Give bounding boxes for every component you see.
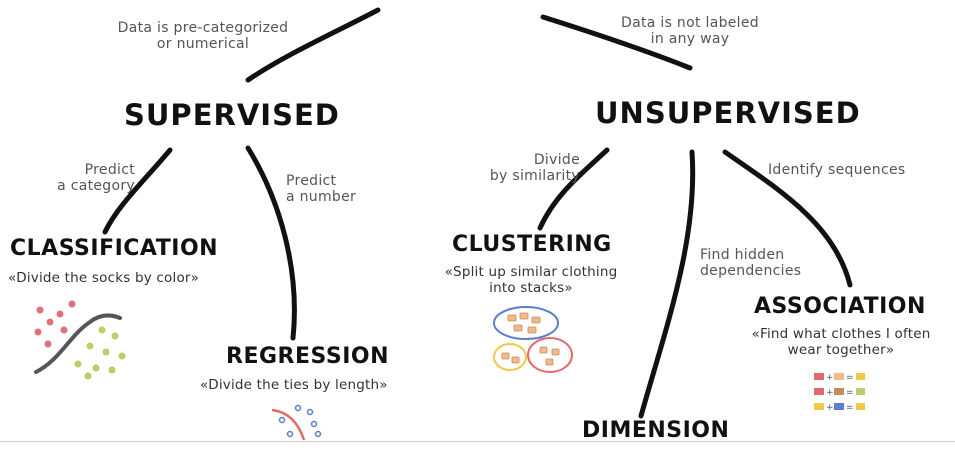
quote-line: «Split up similar clothing <box>444 264 618 280</box>
hidden-dependencies-note: Find hidden dependencies <box>700 247 810 279</box>
association-quote: «Find what clothes I often wear together… <box>730 326 952 358</box>
note-line: Predict <box>84 162 135 178</box>
supervised-to-classification <box>102 147 173 235</box>
cluster-items <box>501 312 560 366</box>
red-dots <box>34 300 76 348</box>
note-line: in any way <box>650 31 730 47</box>
cluster-yellow <box>493 343 527 371</box>
note-line: or numerical <box>156 36 250 52</box>
quote-line: «Find what clothes I often <box>751 326 931 342</box>
note-line: Data is not labeled <box>621 15 759 31</box>
association-row: + = <box>814 388 865 398</box>
regression-title: REGRESSION <box>226 344 389 369</box>
note-line: by similarity <box>489 168 580 184</box>
note-line: a category <box>57 178 135 194</box>
bottom-divider <box>0 441 955 442</box>
note-line: Data is pre-categorized <box>117 20 289 36</box>
svg-text:+: + <box>826 388 834 398</box>
svg-text:=: = <box>846 403 854 413</box>
regression-points <box>278 404 322 438</box>
regression-line <box>271 408 306 441</box>
unsupervised-title: UNSUPERVISED <box>595 96 861 130</box>
regression-illustration <box>271 404 322 441</box>
divide-by-similarity-note: Divide by similarity <box>465 152 580 184</box>
top-left-stroke <box>245 7 381 83</box>
regression-quote: «Divide the ties by length» <box>200 377 388 393</box>
cluster-blue <box>493 306 559 340</box>
predict-category-note: Predict a category <box>30 162 135 194</box>
association-illustration: + = + = + = <box>814 373 865 413</box>
supervised-to-regression <box>245 145 297 341</box>
supervised-title: SUPERVISED <box>124 98 340 132</box>
unsupervised-top-note: Data is not labeled in any way <box>600 15 780 47</box>
svg-text:+: + <box>826 403 834 413</box>
identify-sequences-note: Identify sequences <box>768 162 906 178</box>
svg-text:+: + <box>826 373 834 383</box>
unsupervised-to-association <box>722 149 853 288</box>
decision-boundary <box>34 313 122 374</box>
classification-illustration <box>34 300 126 380</box>
supervised-top-note: Data is pre-categorized or numerical <box>88 20 318 52</box>
quote-line: wear together» <box>787 342 895 358</box>
clustering-title: CLUSTERING <box>452 232 612 257</box>
classification-title: CLASSIFICATION <box>10 236 219 261</box>
dimension-title: DIMENSION <box>582 418 730 443</box>
association-title: ASSOCIATION <box>754 294 926 319</box>
unsupervised-to-clustering <box>537 147 610 231</box>
note-line: Predict <box>286 173 337 189</box>
association-row: + = <box>814 373 865 383</box>
note-line: Divide <box>533 152 580 168</box>
top-right-stroke <box>540 14 693 71</box>
clustering-quote: «Split up similar clothing into stacks» <box>422 264 640 296</box>
svg-text:=: = <box>846 373 854 383</box>
note-line: Find hidden <box>700 247 785 263</box>
quote-line: into stacks» <box>489 280 573 296</box>
association-row: + = <box>814 403 865 413</box>
note-line: dependencies <box>700 263 802 279</box>
svg-text:=: = <box>846 388 854 398</box>
classification-quote: «Divide the socks by color» <box>8 270 200 286</box>
predict-number-note: Predict a number <box>286 173 366 205</box>
cluster-red <box>527 337 573 373</box>
green-dots <box>74 326 126 380</box>
clustering-illustration <box>493 306 573 373</box>
unsupervised-to-dimension <box>638 149 696 419</box>
note-line: a number <box>286 189 357 205</box>
